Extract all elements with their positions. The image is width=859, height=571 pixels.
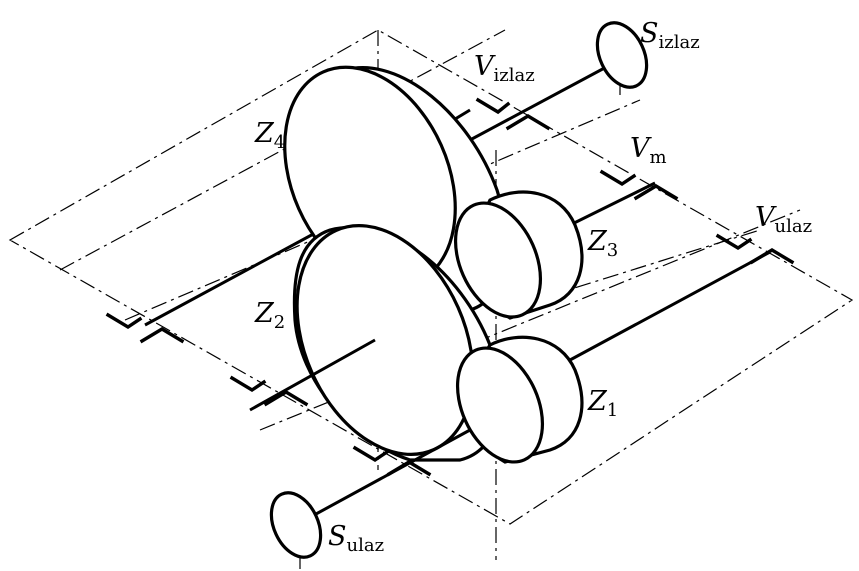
base-plane <box>8 29 854 525</box>
label-v-ulaz: Vulaz <box>755 202 812 237</box>
output-shaft <box>469 21 649 142</box>
label-v-izlaz: Vizlaz <box>474 51 535 86</box>
input-shaft <box>249 338 471 559</box>
bearing-v-m <box>599 169 679 201</box>
input-hub <box>269 491 323 559</box>
bearing-v-ulaz <box>715 233 795 265</box>
label-z1: Z1 <box>587 386 618 421</box>
label-s-ulaz: Sulaz <box>328 521 384 556</box>
gear-z3 <box>453 190 584 320</box>
bearing-v-izlaz <box>475 97 551 131</box>
bearing-left <box>105 312 185 344</box>
input-shaft-right <box>569 250 771 362</box>
left-shaft <box>144 223 331 327</box>
gear-z1 <box>455 335 584 464</box>
bearing-front <box>352 445 432 477</box>
label-z4: Z4 <box>254 118 285 153</box>
gear-z2 <box>292 224 502 462</box>
bearing-middle-left <box>229 375 309 407</box>
label-z2: Z2 <box>254 298 285 333</box>
label-v-m: Vm <box>630 133 667 168</box>
label-s-izlaz: Sizlaz <box>640 18 700 53</box>
output-hub <box>595 21 649 89</box>
label-z3: Z3 <box>587 226 618 261</box>
